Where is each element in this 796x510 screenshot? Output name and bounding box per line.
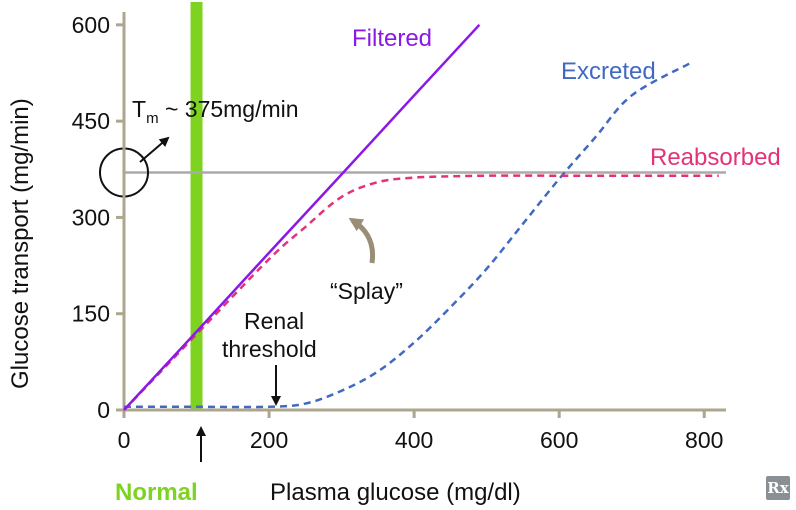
normal-label: Normal bbox=[115, 479, 198, 506]
renal-threshold-line1: Renal bbox=[244, 308, 304, 334]
series-label-excreted: Excreted bbox=[561, 58, 656, 85]
series-line-excreted bbox=[124, 62, 691, 409]
renal-threshold-line2: threshold bbox=[222, 336, 317, 362]
x-tick-label: 400 bbox=[395, 427, 433, 453]
x-tick-label: 800 bbox=[685, 427, 723, 453]
x-axis-title: Plasma glucose (mg/dl) bbox=[270, 479, 521, 506]
y-tick-label: 600 bbox=[72, 12, 110, 38]
rx-logo: Rx bbox=[766, 476, 790, 500]
series-label-reabsorbed: Reabsorbed bbox=[650, 144, 781, 171]
x-tick-label: 600 bbox=[540, 427, 578, 453]
y-tick-label: 450 bbox=[72, 108, 110, 134]
x-tick-label: 0 bbox=[118, 427, 131, 453]
y-axis-ticks: 0 150 300 450 600 bbox=[72, 12, 124, 423]
tm-annotation: Tm ~ 375mg/min bbox=[132, 96, 299, 127]
splay-annotation: “Splay” bbox=[330, 278, 403, 304]
y-tick-label: 150 bbox=[72, 301, 110, 327]
series-line-filtered bbox=[123, 23, 481, 411]
series-layer bbox=[123, 23, 719, 411]
y-tick-label: 300 bbox=[72, 204, 110, 230]
x-tick-label: 200 bbox=[250, 427, 288, 453]
series-label-filtered: Filtered bbox=[352, 25, 432, 52]
y-axis-title: Glucose transport (mg/min) bbox=[7, 98, 34, 389]
normal-glucose-band bbox=[190, 2, 203, 410]
series-line-reabsorbed bbox=[123, 174, 719, 411]
y-tick-label: 0 bbox=[97, 397, 110, 423]
x-axis-ticks: 0 200 400 600 800 bbox=[118, 410, 723, 453]
tm-arrow bbox=[139, 136, 170, 163]
splay-arrow bbox=[348, 217, 376, 264]
